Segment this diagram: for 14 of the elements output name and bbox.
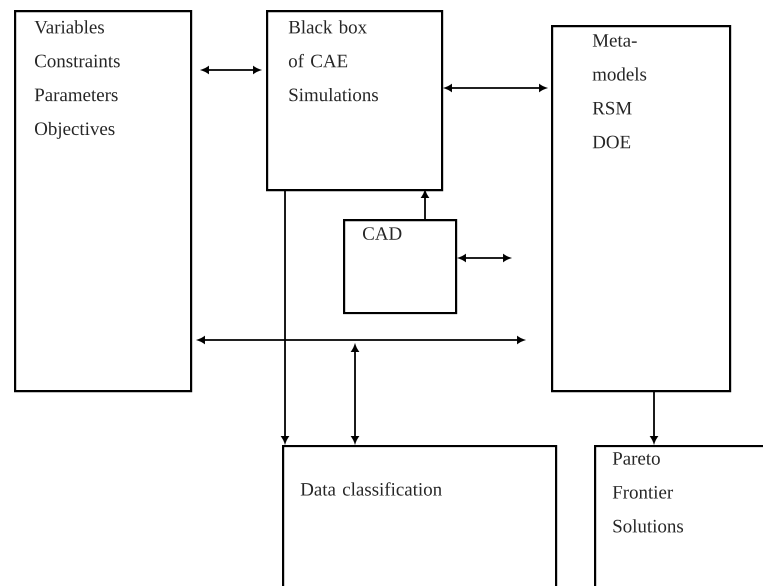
process-box: CAD [343,219,458,314]
process-box: Pareto Frontier Solutions [594,445,763,586]
arrow [281,189,289,444]
arrow [444,84,546,92]
process-box: Variables Constraints Parameters Objectives [14,10,192,392]
process-box: Black box of CAE Simulations [266,10,444,192]
arrow [421,190,429,219]
process-box: Meta- models RSM DOE [551,25,732,392]
process-box: Data classification [282,445,558,586]
arrow [351,344,359,444]
arrow [202,66,260,74]
arrow [650,390,658,444]
arrow [198,336,524,344]
arrow [458,254,510,262]
